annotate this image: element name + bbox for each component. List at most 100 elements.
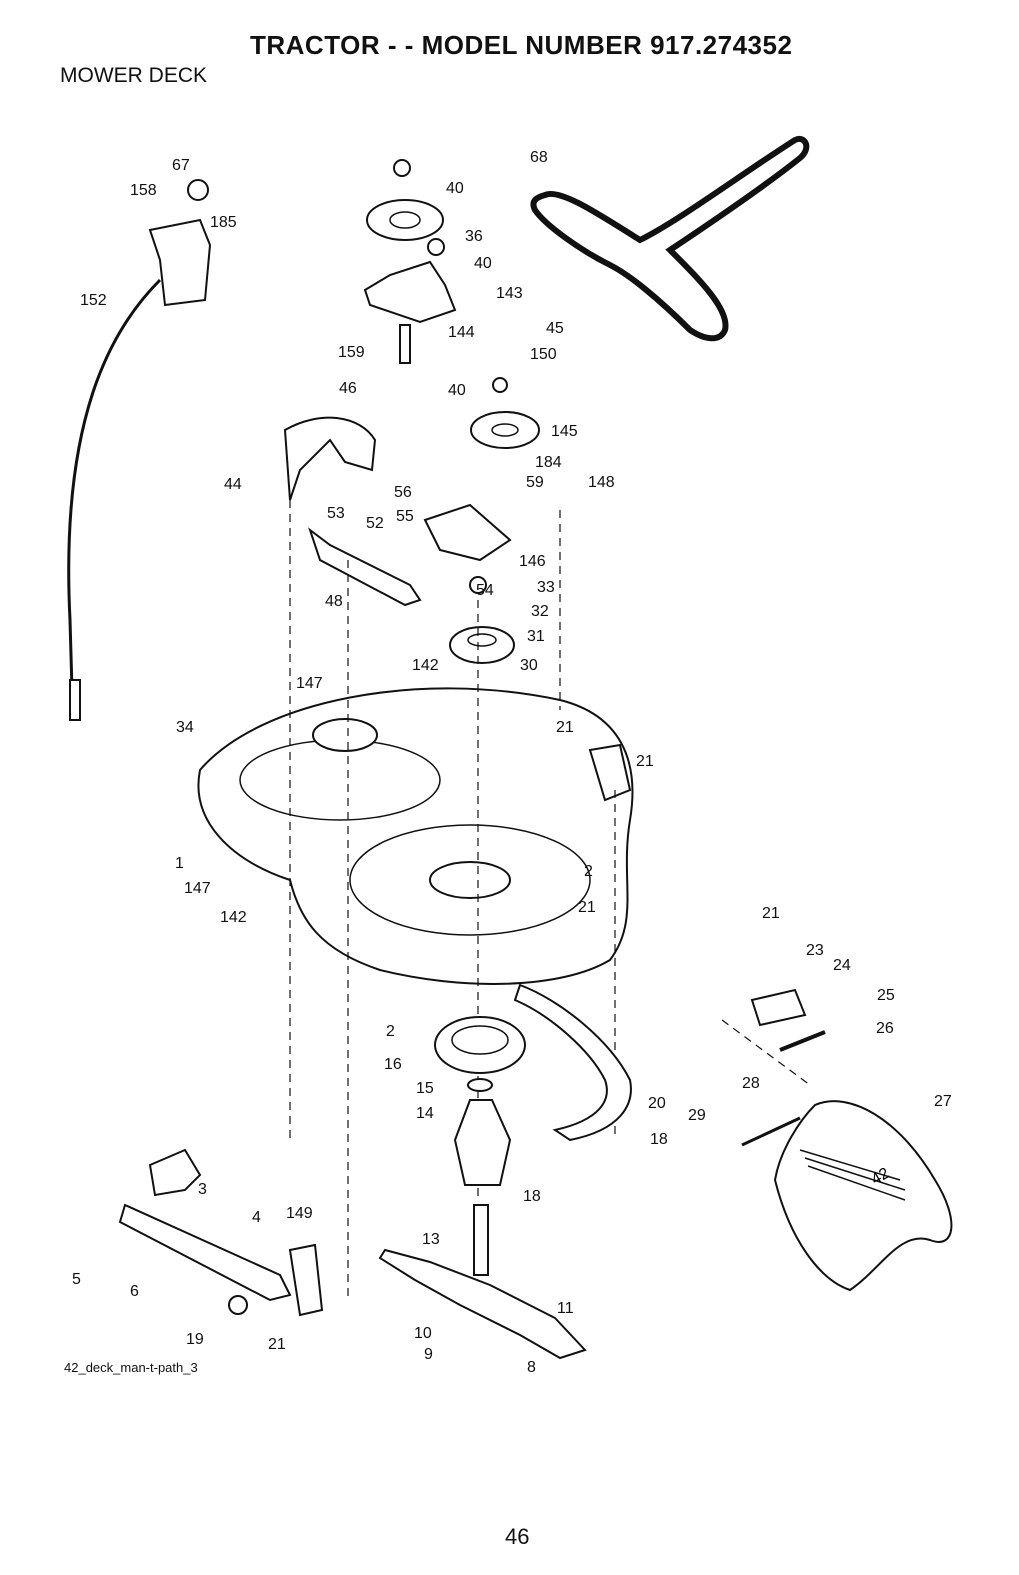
washer-part-19 (229, 1296, 247, 1314)
callout-label: 54 (476, 582, 494, 599)
mandrel-pulley-part-31 (450, 627, 514, 663)
hanger-bracket-part-4 (290, 1245, 322, 1315)
spindle-part-14 (455, 1100, 510, 1185)
spring-part-25 (780, 1032, 825, 1050)
callout-label: 148 (588, 474, 615, 491)
callout-label: 158 (130, 182, 157, 199)
callout-label: 44 (224, 476, 242, 493)
callout-label: 14 (416, 1105, 434, 1122)
callout-label: 36 (465, 228, 483, 245)
discharge-chute-part-27 (775, 1101, 951, 1290)
callout-label: 55 (396, 508, 414, 525)
bearing-part-15 (468, 1079, 492, 1091)
diagram-file-reference: 42_deck_man-t-path_3 (64, 1360, 198, 1375)
belt-guard-part-44 (285, 418, 375, 500)
callout-label: 142 (412, 657, 439, 674)
callout-label: 6 (130, 1283, 139, 1300)
callout-label: 33 (537, 579, 555, 596)
callout-label: 32 (531, 603, 549, 620)
callout-label: 185 (210, 214, 237, 231)
chute-assembly-line (722, 1020, 810, 1085)
callout-label: 20 (648, 1095, 666, 1112)
callout-label: 27 (934, 1093, 952, 1110)
chute-bracket-part-23 (752, 990, 805, 1025)
cable-end (70, 680, 80, 720)
left-spindle-pulley (313, 719, 377, 751)
callout-label: 5 (72, 1271, 81, 1288)
callout-label: 9 (424, 1346, 433, 1363)
callout-label: 67 (172, 157, 190, 174)
idler-pulley-part-36 (367, 200, 443, 240)
callout-label: 46 (339, 380, 357, 397)
nut-part-40-mid (428, 239, 444, 255)
callout-label: 146 (519, 553, 546, 570)
bracket-part-3 (150, 1150, 200, 1195)
callout-label: 40 (448, 382, 466, 399)
control-cable (69, 280, 160, 690)
callout-label: 52 (366, 515, 384, 532)
idler-bracket-part-143 (365, 262, 455, 322)
nut-part-40-top (394, 160, 410, 176)
idler-pulley-part-145 (471, 412, 539, 448)
callout-label: 40 (446, 180, 464, 197)
callout-label: 2 (584, 863, 593, 880)
callout-label: 4 (252, 1209, 261, 1226)
deck-spindle-opening (430, 862, 510, 898)
callout-label: 11 (557, 1300, 574, 1317)
callout-label: 147 (184, 880, 211, 897)
callout-label: 150 (530, 346, 557, 363)
callout-label: 147 (296, 675, 323, 692)
callout-label: 2 (386, 1023, 395, 1040)
callout-label: 31 (527, 628, 545, 645)
callout-label: 56 (394, 484, 412, 501)
belt-part-68 (533, 139, 806, 338)
callout-label: 21 (268, 1336, 286, 1353)
bolt-part-159 (400, 325, 410, 363)
callout-label: 24 (833, 957, 851, 974)
callout-label: 21 (556, 719, 574, 736)
callout-label: 53 (327, 505, 345, 522)
callout-label: 34 (176, 719, 194, 736)
callout-label: 15 (416, 1080, 434, 1097)
callout-label: 16 (384, 1056, 402, 1073)
callout-label: 68 (530, 149, 548, 166)
callout-label: 28 (742, 1075, 760, 1092)
lever-bracket (150, 220, 210, 305)
callout-label: 143 (496, 285, 523, 302)
callout-label: 10 (414, 1325, 432, 1342)
idler-arm-part-55 (425, 505, 510, 560)
callout-label: 45 (546, 320, 564, 337)
callout-label: 145 (551, 423, 578, 440)
callout-label: 25 (877, 987, 895, 1004)
callout-label: 152 (80, 292, 107, 309)
callout-label: 149 (286, 1205, 313, 1222)
callout-label: 21 (762, 905, 780, 922)
callout-label: 30 (520, 657, 538, 674)
callout-label: 13 (422, 1231, 440, 1248)
callout-label: 184 (535, 454, 562, 471)
callout-label: 19 (186, 1331, 204, 1348)
callout-label: 8 (527, 1359, 536, 1376)
stabilizer-bar-part-6 (120, 1205, 290, 1300)
callout-label: 48 (325, 593, 343, 610)
knob-part-67 (188, 180, 208, 200)
baffle-part-20 (515, 985, 631, 1140)
callout-label: 142 (220, 909, 247, 926)
callout-label: 21 (578, 899, 596, 916)
callout-label: 40 (474, 255, 492, 272)
callout-label: 21 (636, 753, 654, 770)
shaft-part-13 (474, 1205, 488, 1275)
callout-label: 23 (806, 942, 824, 959)
callout-label: 29 (688, 1107, 706, 1124)
callout-label: 18 (523, 1188, 541, 1205)
callout-label: 1 (175, 855, 184, 872)
callout-label: 144 (448, 324, 475, 341)
nut-part-40-lower (493, 378, 507, 392)
page-number: 46 (505, 1524, 529, 1550)
callout-label: 3 (198, 1181, 207, 1198)
callout-label: 18 (650, 1131, 668, 1148)
callout-label: 26 (876, 1020, 894, 1037)
callout-label: 59 (526, 474, 544, 491)
callout-label: 159 (338, 344, 365, 361)
